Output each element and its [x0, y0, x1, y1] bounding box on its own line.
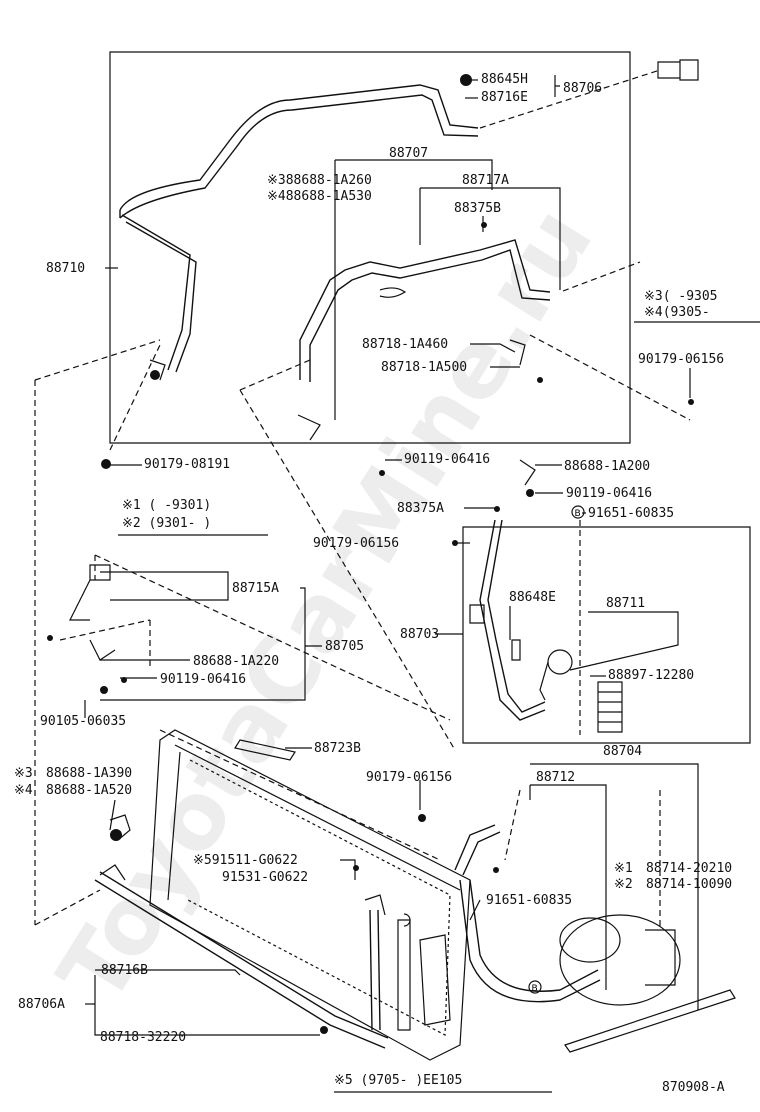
part-label-l40: 88688-1A520: [46, 783, 133, 798]
condenser: [149, 729, 471, 1061]
part-label-l33: 88723B: [314, 741, 361, 756]
part-label-l44: 88714-20210: [646, 861, 733, 876]
accumulator-frame: [462, 526, 751, 744]
part-label-l20: ※2 (9301- ): [122, 516, 212, 531]
fasteners: [47, 74, 694, 1034]
part-label-l38: 88688-1A390: [46, 766, 133, 781]
part-label-l19: ※1 ( -9301): [122, 498, 212, 513]
part-label-l10: ※3( -9305: [644, 289, 718, 304]
part-label-l21: 88375A: [397, 501, 444, 516]
part-label-l22: 91651-60835: [588, 506, 675, 521]
part-label-l48: 88716B: [101, 963, 148, 978]
part-label-l29: 88688-1A220: [193, 654, 280, 669]
part-label-l50: 88718-32220: [100, 1030, 187, 1045]
part-label-l15: 90119-06416: [404, 452, 491, 467]
part-label-l08: 88375B: [454, 201, 501, 216]
part-label-l31: 90119-06416: [160, 672, 247, 687]
part-label-l25: 88648E: [509, 590, 556, 605]
part-label-l35: 90179-06156: [366, 770, 453, 785]
part-label-l03: 88706: [563, 81, 603, 96]
main-frame: [109, 51, 631, 444]
compressor: [559, 914, 736, 1053]
part-label-l27: 88703: [400, 627, 440, 642]
part-label-l37: ※3: [14, 766, 33, 781]
part-label-l17: 88688-1A200: [564, 459, 651, 474]
receiver-dryer: [397, 913, 451, 1031]
part-label-l45: ※2: [614, 877, 633, 892]
part-label-l14: 90179-06156: [638, 352, 725, 367]
part-label-l18: 90119-06416: [566, 486, 653, 501]
svg-text:B: B: [532, 984, 538, 994]
part-label-l39: ※4: [14, 783, 33, 798]
part-label-l02: 88716E: [481, 90, 528, 105]
circle-b-markers: [528, 505, 585, 994]
part-label-l05: ※388688-1A260: [267, 173, 372, 188]
part-label-l12: 88718-1A460: [362, 337, 449, 352]
part-label-l46: 88714-10090: [646, 877, 733, 892]
part-label-l51: ※5 (9705- )EE105: [334, 1073, 463, 1088]
dashed-guides: [34, 69, 691, 930]
part-label-l49: 88706A: [18, 997, 65, 1012]
part-label-l01: 88645H: [481, 72, 528, 87]
part-label-l06: ※488688-1A530: [267, 189, 372, 204]
part-label-l13: 88718-1A500: [381, 360, 468, 375]
part-label-l32: 90105-06035: [40, 714, 127, 729]
leader-lines: [84, 75, 760, 1093]
service-fitting: [657, 59, 699, 81]
part-label-l41: ※591511-G0622: [193, 853, 298, 868]
part-label-l07: 88717A: [462, 173, 509, 188]
svg-text:B: B: [575, 509, 581, 519]
part-label-l24: 88715A: [232, 581, 279, 596]
part-label-l09: 88710: [46, 261, 86, 276]
part-label-l42: 91531-G0622: [222, 870, 309, 885]
part-label-l47: 91651-60835: [486, 893, 573, 908]
part-label-l34: 88704: [603, 744, 643, 759]
part-label-l36: 88712: [536, 770, 576, 785]
part-label-l43: ※1: [614, 861, 633, 876]
part-label-l52: 870908-A: [662, 1080, 725, 1095]
pipes: [94, 84, 601, 1049]
part-label-l16: 90179-08191: [144, 457, 231, 472]
part-label-l28: 88705: [325, 639, 365, 654]
part-label-l23: 90179-06156: [313, 536, 400, 551]
part-label-l30: 88897-12280: [608, 668, 695, 683]
part-label-l11: ※4(9305-: [644, 305, 710, 320]
part-label-l04: 88707: [389, 146, 429, 161]
part-label-l26: 88711: [606, 596, 646, 611]
brackets: [69, 287, 536, 916]
accumulator-parts: [469, 604, 623, 733]
